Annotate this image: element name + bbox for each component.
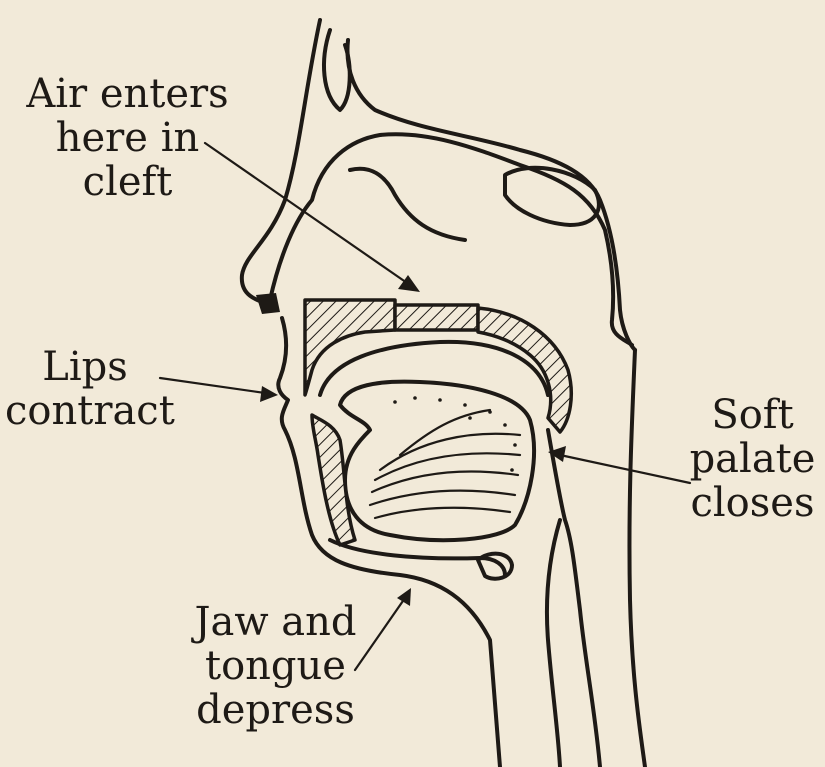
label-air-enters: Air enters here in cleft [15,72,240,204]
palate-cleft-bar [395,305,478,330]
upper-gum [256,293,280,314]
oral-cavity-outline [320,342,548,395]
tongue-fibers [370,410,520,518]
label-jaw-tongue-depress: Jaw and tongue depress [188,600,363,732]
arrow-soft-palate-closes [548,446,690,483]
pharynx-back-wall [629,350,645,767]
arrow-lips-contract [160,378,278,402]
label-lips-contract: Lips contract [5,345,165,433]
tongue [340,382,534,541]
lower-jaw-bone [312,415,355,545]
epiglottis [547,520,560,767]
nasal-turbinate-upper [350,169,465,240]
label-soft-palate-closes: Soft palate closes [685,393,820,525]
arrow-jaw-tongue-depress [355,588,411,670]
hyoid-bone [478,554,512,579]
